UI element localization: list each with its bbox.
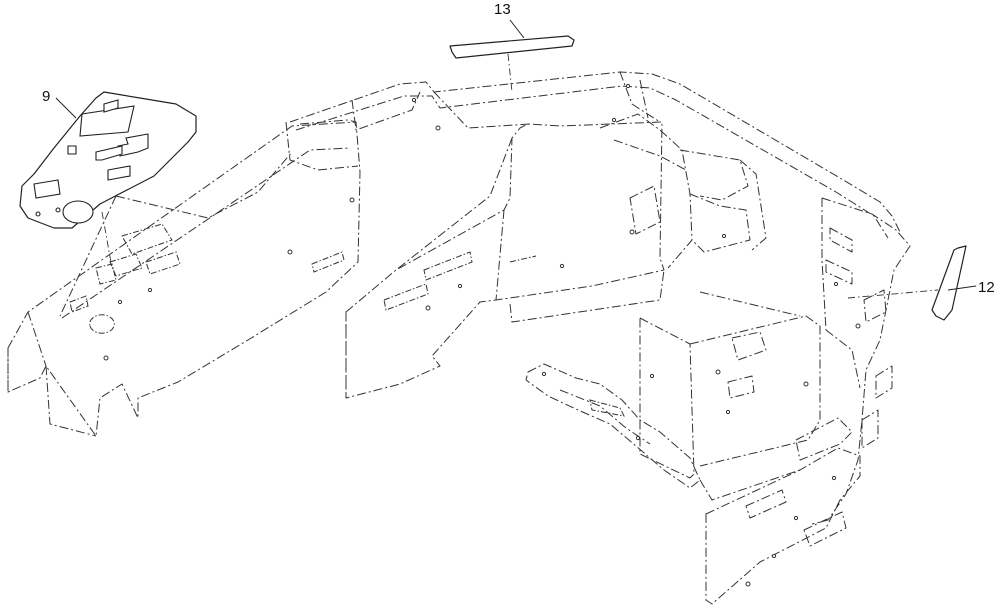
callout-13: 13: [494, 1, 511, 18]
part-9-leader: [55, 97, 113, 269]
part-9-decal: [19, 91, 197, 229]
part-12-strip: [847, 245, 977, 321]
seat-box-frame: [639, 291, 821, 479]
right-side-wall: [811, 197, 911, 525]
callout-12: 12: [978, 279, 995, 296]
top-hoop-frame: [289, 71, 901, 239]
center-panel-frame: [345, 121, 665, 399]
middle-uprights: [599, 113, 767, 269]
part-13-strip: [449, 19, 575, 93]
floor-bracket: [525, 363, 701, 489]
front-lower-panel: [699, 417, 861, 605]
left-console-frame: [7, 119, 361, 437]
callout-9: 9: [42, 88, 50, 105]
